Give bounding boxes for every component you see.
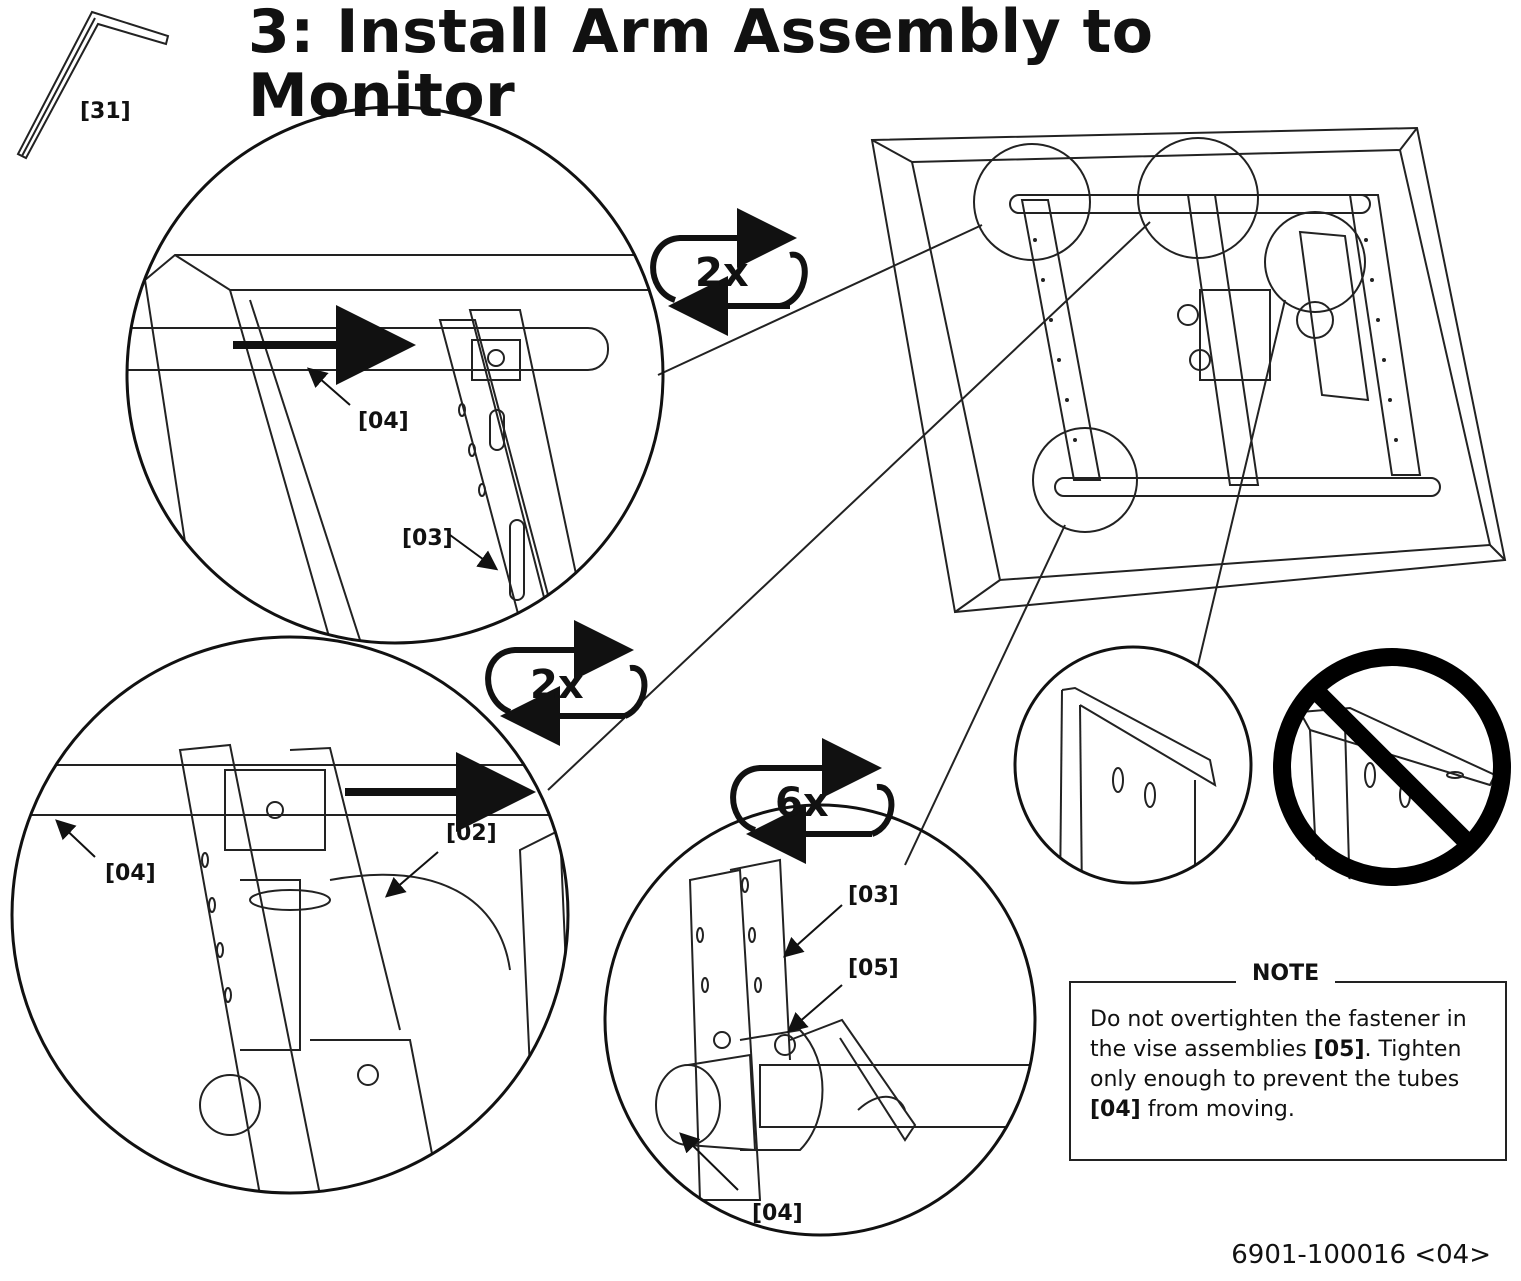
document-number: 6901-100016 <04> (1231, 1240, 1491, 1270)
repeat-badge-mid: 2x (488, 620, 648, 716)
monitor-overview (870, 126, 1507, 614)
note-text-part: Do not overtighten the fastener in the v… (1090, 1007, 1467, 1062)
callout-arm-top: [03] (402, 526, 453, 551)
repeat-badge-top: 2x (653, 208, 808, 306)
callout-tube-bottom: [04] (752, 1201, 803, 1226)
callout-tube-mid: [04] (105, 861, 156, 886)
callout-tube-top: [04] (358, 409, 409, 434)
repeat-badge-bottom: 6x (733, 738, 895, 834)
note-text: Do not overtighten the fastener in the v… (1090, 1005, 1498, 1125)
repeat-label-top: 2x (695, 250, 749, 296)
callout-vise-bottom: [05] (848, 956, 899, 981)
tool-label: [31] (80, 99, 131, 124)
note-heading: NOTE (1236, 961, 1336, 986)
note-ref-tubes: [04] (1090, 1097, 1141, 1122)
page-title: 3: Install Arm Assembly to Monitor (248, 0, 1154, 131)
note-ref-vise: [05] (1313, 1037, 1365, 1062)
note-text-part: . Tighten only enough to prevent the tub… (1090, 1037, 1462, 1092)
note-text-part: from moving. (1140, 1097, 1295, 1122)
callout-motor-mid: [02] (446, 821, 497, 846)
repeat-label-bottom: 6x (775, 780, 829, 826)
callout-arm-bottom: [03] (848, 883, 899, 908)
prohibited-icon (1273, 648, 1511, 886)
hex-key-icon (16, 10, 170, 160)
repeat-label-mid: 2x (530, 662, 584, 708)
